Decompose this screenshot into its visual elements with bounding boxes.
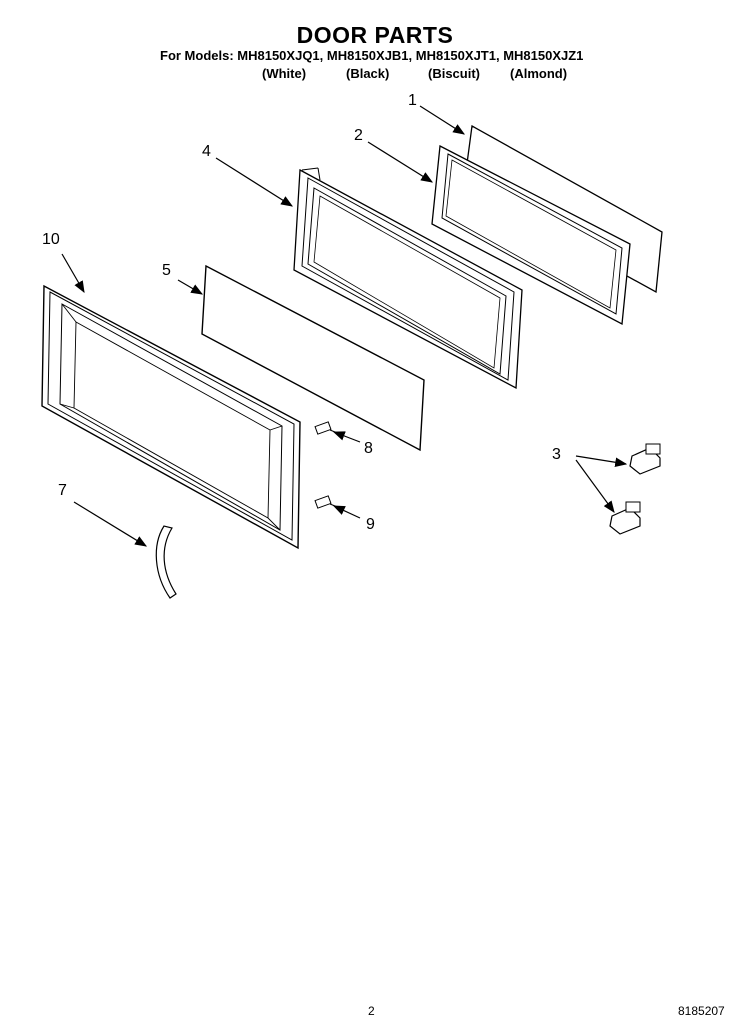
callout-10: 10 <box>42 231 60 248</box>
part-3-latch-upper <box>629 443 661 475</box>
callout-1: 1 <box>408 92 417 109</box>
part-5-inner-glass <box>201 264 425 452</box>
callout-8: 8 <box>364 440 373 457</box>
page-number: 2 <box>368 1004 375 1018</box>
callout-7: 7 <box>58 482 67 499</box>
callout-9: 9 <box>366 516 375 533</box>
models-line: For Models: MH8150XJQ1, MH8150XJB1, MH81… <box>160 48 584 63</box>
callout-2: 2 <box>354 127 363 144</box>
leader-lines <box>61 105 628 547</box>
part-4-inner-frame <box>293 167 523 390</box>
callout-5: 5 <box>162 262 171 279</box>
part-7-handle <box>155 525 177 599</box>
callout-4: 4 <box>202 143 211 160</box>
color-biscuit: (Biscuit) <box>428 66 480 81</box>
color-black: (Black) <box>346 66 390 81</box>
callout-3: 3 <box>552 446 561 463</box>
part-2-choke-frame <box>431 144 631 326</box>
page-title: DOOR PARTS <box>296 22 454 48</box>
color-almond: (Almond) <box>510 66 568 81</box>
color-white: (White) <box>262 66 307 81</box>
document-number: 8185207 <box>678 1004 725 1018</box>
part-10-door-front <box>41 284 301 550</box>
part-9-screw <box>314 495 341 509</box>
part-3-latch-lower <box>609 501 641 535</box>
